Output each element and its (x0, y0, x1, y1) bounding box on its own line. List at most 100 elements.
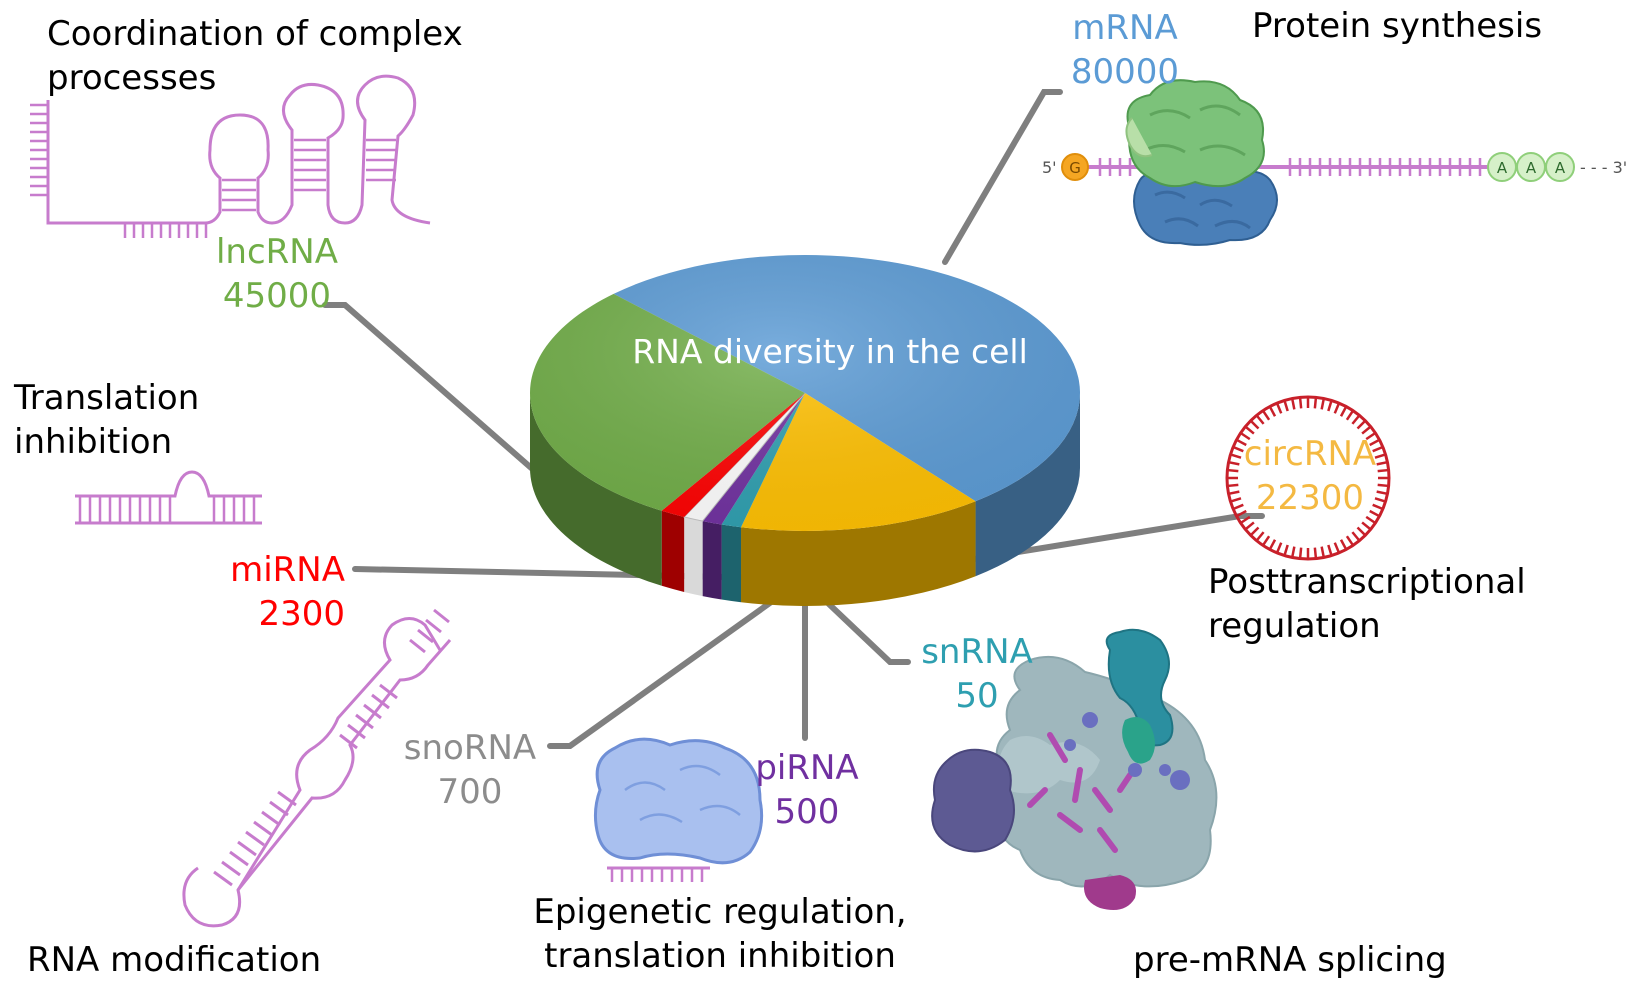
circrna-tick (1320, 398, 1326, 410)
five-prime-label: 5' (1042, 158, 1057, 177)
label-mrna-value: 80000 (1070, 52, 1180, 92)
label-circrna-value: 22300 (1255, 478, 1365, 518)
bulged-duplex-icon (75, 470, 262, 525)
circrna-tick (1255, 531, 1265, 542)
circrna-tick (1372, 503, 1384, 511)
circrna-tick (1227, 468, 1239, 473)
circrna-tick (1290, 546, 1296, 558)
pie-side-snorna (684, 516, 703, 597)
caption-rna-modification: RNA modification (27, 940, 322, 980)
circrna-tick (1268, 539, 1277, 551)
argonaute-protein-icon (593, 737, 764, 882)
poly-a-label: A (1526, 159, 1537, 177)
pie-side-snrna (721, 524, 742, 603)
circrna-tick (1244, 521, 1255, 531)
cap-g-icon (1061, 153, 1089, 181)
label-pirna-value: 500 (774, 792, 840, 832)
label-circrna-name: circRNA (1243, 434, 1377, 474)
chart-title: RNA diversity in the cell (632, 332, 1028, 371)
label-mrna: mRNA 80000 (1060, 6, 1190, 94)
pie-highlight (530, 255, 1080, 531)
poly-a-label: A (1555, 159, 1566, 177)
caption-protein-synthesis: Protein synthesis (1252, 6, 1543, 46)
leader-circrna (947, 513, 1265, 566)
pie-side-pirna (702, 521, 722, 600)
circrna-tick (1361, 521, 1372, 531)
circrna-tick (1283, 544, 1289, 556)
circrna-tick (1376, 490, 1388, 496)
circrna-tick (1369, 509, 1381, 518)
label-snorna: snoRNA 700 (395, 726, 545, 814)
spliceosome-icon (931, 628, 1218, 911)
circrna-tick (1361, 425, 1372, 435)
pie-side-lncrna (530, 393, 662, 586)
label-lncrna-value: 45000 (222, 276, 332, 316)
caption-translation-inhibition: Translation inhibition (14, 378, 200, 462)
circrna-tick (1261, 409, 1271, 421)
circrna-tick (1268, 405, 1277, 417)
circrna-tick (1298, 397, 1303, 409)
circrna-tick (1327, 544, 1333, 556)
circrna-tick (1372, 445, 1384, 453)
circrna-tick (1228, 460, 1240, 466)
cap-g-label: G (1069, 159, 1081, 177)
circrna-tick (1232, 445, 1244, 453)
circrna-tick (1376, 460, 1388, 466)
circrna-tick (1377, 483, 1389, 488)
label-snorna-name: snoRNA (403, 728, 537, 768)
pie-side-circrna (741, 501, 976, 607)
circrna-tick (1333, 402, 1341, 414)
label-mrna-name: mRNA (1072, 8, 1178, 48)
circrna-tick (1235, 509, 1247, 518)
circrna-tick (1345, 409, 1355, 421)
circrna-tick (1339, 405, 1348, 417)
caption-epigenetic: Epigenetic regulation, translation inhib… (533, 892, 907, 976)
three-prime-label: - - - 3' (1580, 158, 1627, 177)
circrna-tick (1327, 400, 1333, 412)
long-hairpin-rna-icon (182, 608, 452, 928)
circrna-tick (1283, 400, 1289, 412)
circrna-tick (1374, 453, 1386, 459)
leader-mrna (942, 89, 1063, 265)
circrna-tick (1356, 526, 1367, 537)
label-mirna-name: miRNA (230, 550, 345, 590)
label-pirna-name: piRNA (755, 748, 859, 788)
mrna-ribosome-icon: 5' G A A A - - - 3' (1042, 79, 1627, 246)
circrna-tick (1365, 431, 1377, 441)
label-circrna: circRNA 22300 (1240, 432, 1380, 520)
caption-coordination: Coordination of complex processes (47, 14, 463, 98)
circrna-tick (1320, 546, 1326, 558)
leader-snorna (547, 582, 798, 749)
circrna-tick (1313, 397, 1318, 409)
circrna-tick (1351, 414, 1361, 425)
circrna-tick (1333, 542, 1341, 554)
circrna-tick (1261, 535, 1271, 547)
circrna-tick (1356, 419, 1367, 430)
circular-rna-icon (1225, 395, 1391, 561)
circrna-tick (1298, 547, 1303, 559)
circrna-tick (1232, 503, 1244, 511)
ribosome-icon (1125, 79, 1278, 246)
circrna-tick (1369, 438, 1381, 447)
caption-splicing: pre-mRNA splicing (1133, 940, 1447, 980)
circrna-tick (1374, 497, 1386, 503)
circrna-tick (1230, 453, 1242, 459)
label-lncrna-name: lncRNA (215, 232, 338, 272)
circrna-tick (1228, 490, 1240, 496)
caption-posttranscriptional: Posttranscriptional regulation (1208, 562, 1526, 646)
pie-side-mirna (661, 510, 685, 592)
label-snrna: snRNA 50 (912, 630, 1042, 718)
circrna-tick (1351, 531, 1361, 542)
label-pirna: piRNA 500 (742, 746, 872, 834)
label-mirna-value: 2300 (258, 594, 345, 634)
label-mirna: miRNA 2300 (200, 548, 345, 636)
circrna-tick (1235, 438, 1247, 447)
circrna-tick (1275, 402, 1283, 414)
circrna-tick (1345, 535, 1355, 547)
circrna-tick (1239, 515, 1251, 525)
pie-chart (529, 254, 1081, 607)
circrna-tick (1377, 468, 1389, 473)
label-snrna-value: 50 (955, 676, 999, 716)
